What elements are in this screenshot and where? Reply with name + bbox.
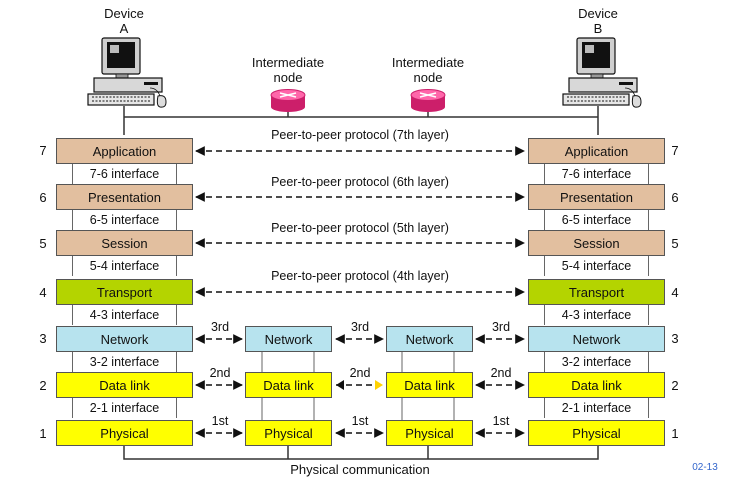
node2-physical-layer: Physical	[386, 420, 473, 446]
b-interface-5-4: 5-4 interface	[544, 256, 649, 276]
a-data-link-layer: Data link	[56, 372, 193, 398]
layer-number-5-left: 5	[39, 236, 47, 251]
b-data-link-layer: Data link	[528, 372, 665, 398]
router-icon-1	[270, 89, 306, 112]
hop-label-2nd-1: 2nd	[209, 366, 231, 380]
hop-label-1st-3: 1st	[492, 414, 510, 428]
node1-network-layer: Network	[245, 326, 332, 352]
node2-data-link-layer: Data link	[386, 372, 473, 398]
node1-physical-layer: Physical	[245, 420, 332, 446]
a-network-layer: Network	[56, 326, 193, 352]
peer-protocol-5-label: Peer-to-peer protocol (5th layer)	[271, 221, 449, 235]
peer-protocol-6-label: Peer-to-peer protocol (6th layer)	[271, 175, 449, 189]
physical-communication-label: Physical communication	[240, 462, 480, 477]
hop-label-2nd-2: 2nd	[349, 366, 371, 380]
hop-label-3rd-3: 3rd	[491, 320, 511, 334]
b-interface-6-5: 6-5 interface	[544, 210, 649, 230]
peer-protocol-7-label: Peer-to-peer protocol (7th layer)	[271, 128, 449, 142]
b-interface-7-6: 7-6 interface	[544, 164, 649, 184]
figure-code: 02-13	[692, 462, 718, 473]
b-interface-3-2: 3-2 interface	[544, 352, 649, 372]
layer-number-1-left: 1	[39, 426, 47, 441]
node2-network-layer: Network	[386, 326, 473, 352]
hop-label-3rd-2: 3rd	[350, 320, 370, 334]
layer-number-2-left: 2	[39, 378, 47, 393]
a-interface-3-2: 3-2 interface	[72, 352, 177, 372]
b-interface-2-1: 2-1 interface	[544, 398, 649, 418]
hop-label-2nd-3: 2nd	[490, 366, 512, 380]
peer-protocol-4-label: Peer-to-peer protocol (4th layer)	[271, 269, 449, 283]
a-interface-4-3: 4-3 interface	[72, 305, 177, 325]
layer-number-7-right: 7	[671, 143, 679, 158]
a-application-layer: Application	[56, 138, 193, 164]
b-session-layer: Session	[528, 230, 665, 256]
a-interface-5-4: 5-4 interface	[72, 256, 177, 276]
layer-number-2-right: 2	[671, 378, 679, 393]
computer-a-icon	[87, 37, 167, 108]
b-physical-layer: Physical	[528, 420, 665, 446]
b-network-layer: Network	[528, 326, 665, 352]
a-physical-layer: Physical	[56, 420, 193, 446]
computer-b-icon	[562, 37, 642, 108]
a-interface-6-5: 6-5 interface	[72, 210, 177, 230]
b-application-layer: Application	[528, 138, 665, 164]
a-presentation-layer: Presentation	[56, 184, 193, 210]
hop-label-3rd-1: 3rd	[210, 320, 230, 334]
a-session-layer: Session	[56, 230, 193, 256]
layer-number-7-left: 7	[39, 143, 47, 158]
hop-label-1st-1: 1st	[211, 414, 229, 428]
layer-number-4-left: 4	[39, 285, 47, 300]
layer-number-5-right: 5	[671, 236, 679, 251]
node1-data-link-layer: Data link	[245, 372, 332, 398]
b-interface-4-3: 4-3 interface	[544, 305, 649, 325]
b-presentation-layer: Presentation	[528, 184, 665, 210]
layer-number-4-right: 4	[671, 285, 679, 300]
a-interface-2-1: 2-1 interface	[72, 398, 177, 418]
layer-number-6-right: 6	[671, 190, 679, 205]
physical-medium-line	[123, 446, 599, 460]
layer-number-1-right: 1	[671, 426, 679, 441]
router-icon-2	[410, 89, 446, 112]
layer-number-6-left: 6	[39, 190, 47, 205]
b-transport-layer: Transport	[528, 279, 665, 305]
layer-number-3-left: 3	[39, 331, 47, 346]
layer-number-3-right: 3	[671, 331, 679, 346]
a-transport-layer: Transport	[56, 279, 193, 305]
a-interface-7-6: 7-6 interface	[72, 164, 177, 184]
hop-label-1st-2: 1st	[351, 414, 369, 428]
